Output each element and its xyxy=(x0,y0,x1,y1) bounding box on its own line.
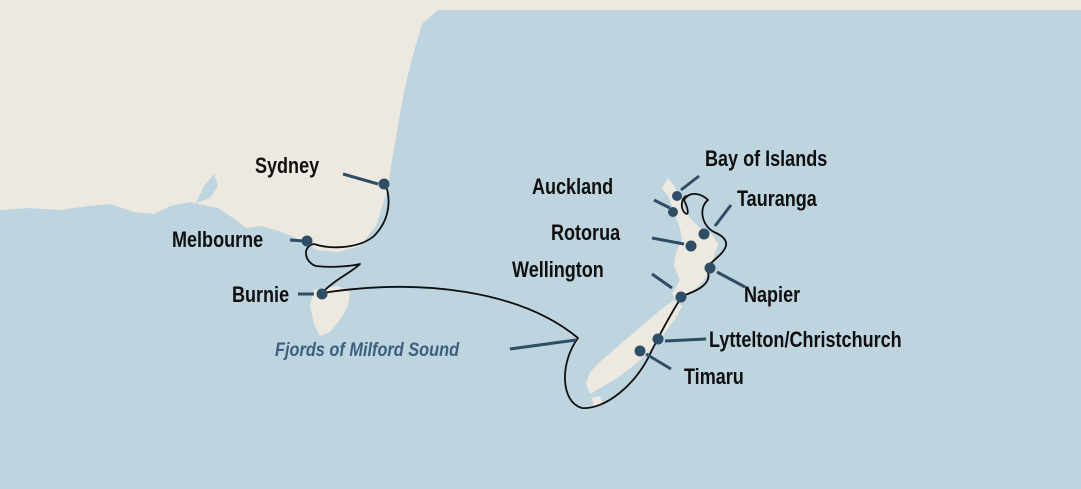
port-label-lyttelton-christchurch[interactable]: Lyttelton/Christchurch xyxy=(709,328,902,352)
port-dot-tauranga[interactable] xyxy=(698,228,710,240)
leader-sydney xyxy=(342,172,379,186)
leader-timaru xyxy=(645,352,672,371)
port-label-auckland[interactable]: Auckland xyxy=(532,175,613,199)
port-dot-melbourne[interactable] xyxy=(301,235,313,247)
port-dot-rotorua[interactable] xyxy=(685,240,697,252)
leader-lyttelton-christchurch xyxy=(664,337,707,343)
leader-bay-of-islands xyxy=(680,174,700,192)
landmass-australia xyxy=(0,0,1081,252)
leader-rotorua xyxy=(651,236,685,246)
port-dot-timaru[interactable] xyxy=(634,345,646,357)
scenic-label-milford-sound[interactable]: Fjords of Milford Sound xyxy=(275,339,460,360)
port-label-tauranga[interactable]: Tauranga xyxy=(737,187,818,211)
port-label-burnie[interactable]: Burnie xyxy=(232,283,289,307)
port-label-melbourne[interactable]: Melbourne xyxy=(172,228,263,252)
port-dot-lyttelton-christchurch[interactable] xyxy=(652,333,664,345)
leader-napier xyxy=(716,270,746,289)
leader-wellington xyxy=(651,272,673,290)
port-label-timaru[interactable]: Timaru xyxy=(684,365,744,389)
port-markers xyxy=(301,178,716,357)
port-label-bay-of-islands[interactable]: Bay of Islands xyxy=(705,147,827,171)
landmass-nz-south-island xyxy=(586,300,682,394)
port-dot-burnie[interactable] xyxy=(316,288,328,300)
leader-auckland xyxy=(653,198,671,210)
port-label-wellington[interactable]: Wellington xyxy=(512,258,604,282)
port-label-napier[interactable]: Napier xyxy=(744,283,800,307)
spencer-gulf xyxy=(196,174,218,203)
port-dot-bay-of-islands[interactable] xyxy=(672,191,682,201)
leader-tauranga xyxy=(713,204,733,227)
port-labels: Sydney Melbourne Burnie Bay of Islands A… xyxy=(172,147,902,389)
port-dot-napier[interactable] xyxy=(704,262,716,274)
port-label-rotorua[interactable]: Rotorua xyxy=(551,221,621,245)
cruise-route-line xyxy=(305,180,728,409)
port-dot-auckland[interactable] xyxy=(668,207,678,217)
port-dot-wellington[interactable] xyxy=(675,291,687,303)
port-dot-sydney[interactable] xyxy=(378,178,390,190)
leader-milford-sound xyxy=(509,338,577,351)
port-label-sydney[interactable]: Sydney xyxy=(255,154,320,178)
